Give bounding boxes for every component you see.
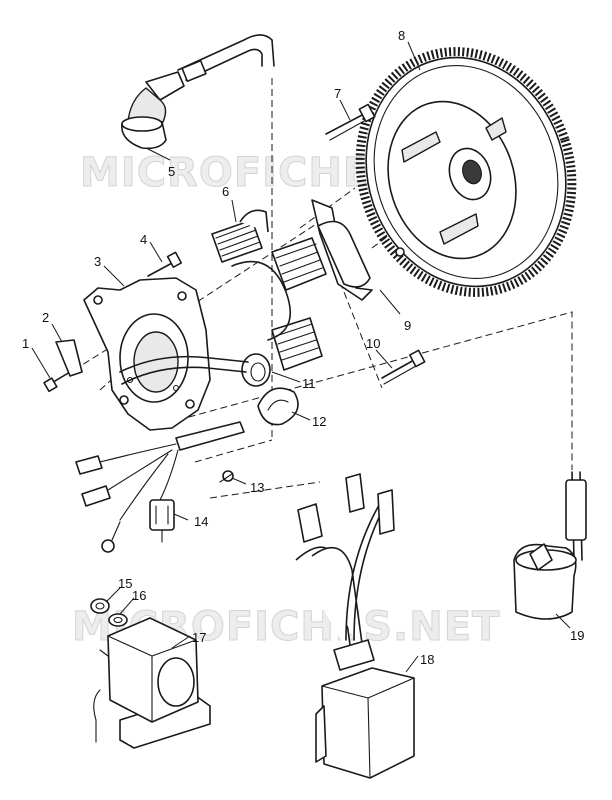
callout-14: 14	[194, 514, 208, 529]
stator-wire-harness	[75, 355, 249, 553]
part-6-coil-middle	[271, 237, 327, 291]
part-17-starter-solenoid	[93, 617, 211, 749]
callout-numbers: 1 2 3 4 5 6 7 8 9 10 11 12 13 14 15 16 1…	[22, 28, 584, 667]
part-10-bolt	[381, 349, 426, 385]
callout-8: 8	[398, 28, 405, 43]
callout-15: 15	[118, 576, 132, 591]
part-19-ignition-coil	[513, 471, 587, 620]
callout-4: 4	[140, 232, 147, 247]
part-13-screw	[219, 470, 234, 483]
callout-16: 16	[132, 588, 146, 603]
callout-13: 13	[250, 480, 264, 495]
part-11-grommet	[241, 353, 271, 387]
part-18-cdi-unit	[295, 473, 415, 779]
part-6-coil-lower	[271, 317, 323, 371]
callout-19: 19	[570, 628, 584, 643]
callout-1: 1	[22, 336, 29, 351]
part-9-pulser-coil	[311, 199, 405, 301]
part-16-washer	[108, 613, 128, 627]
part-1-screw	[43, 371, 71, 393]
part-14-connector	[149, 499, 175, 543]
callout-11: 11	[302, 376, 316, 391]
callout-18: 18	[420, 652, 434, 667]
part-3-stator-plate	[83, 277, 211, 431]
part-12-wire-clamp	[257, 387, 299, 426]
callout-6: 6	[222, 184, 229, 199]
callout-10: 10	[366, 336, 380, 351]
callout-3: 3	[94, 254, 101, 269]
callout-12: 12	[312, 414, 326, 429]
part-5-spark-plug-cap	[121, 34, 275, 150]
callout-7: 7	[334, 86, 341, 101]
part-7-bolt	[325, 103, 376, 141]
part-4-screw	[147, 251, 183, 277]
part-2-clamp	[55, 339, 83, 377]
callout-2: 2	[42, 310, 49, 325]
callout-5: 5	[168, 164, 175, 179]
callout-9: 9	[404, 318, 411, 333]
callout-leaders	[31, 41, 571, 673]
part-6-coil-upper	[211, 209, 269, 263]
part-8-flywheel	[355, 47, 577, 297]
callout-17: 17	[192, 630, 206, 645]
coil-mount-ring	[231, 260, 292, 341]
part-15-nut	[90, 598, 110, 614]
